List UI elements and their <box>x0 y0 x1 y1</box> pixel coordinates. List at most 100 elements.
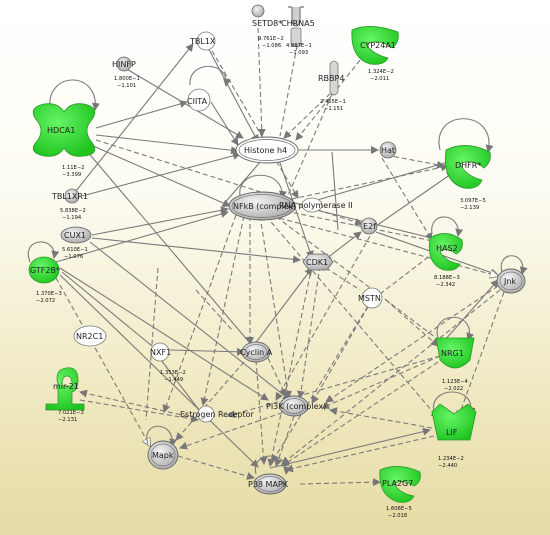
edge-nrg1-estrogen <box>227 355 441 418</box>
node-hat[interactable]: Hat <box>379 141 397 159</box>
node-setd8-shape <box>251 4 265 18</box>
node-lif-fold: −2.440 <box>438 463 457 469</box>
node-chrna5-fold: −1.093 <box>289 50 308 56</box>
node-cdk1[interactable]: CDK1 <box>302 253 334 271</box>
node-hinfp[interactable]: HINFP 1.800E−1 −1.101 <box>112 56 140 89</box>
edge-hdca1-histone <box>95 134 239 155</box>
node-rna-pol-shape <box>301 197 323 213</box>
node-cyclin-a-label: Cyclin A <box>240 348 273 357</box>
node-jnk[interactable]: Jnk <box>496 268 526 294</box>
node-ciita[interactable]: CIITA <box>187 88 211 112</box>
edge-hdca1-cyclin <box>85 149 261 356</box>
node-pi3k[interactable]: PI3K (complex) <box>266 395 326 417</box>
node-mir21-shape <box>45 367 85 411</box>
edge-cux1-pi3k <box>89 241 291 401</box>
node-tbl1x[interactable]: TBL1X <box>189 31 216 51</box>
node-gtf2b-fold: −2.072 <box>36 298 55 304</box>
node-nxf1[interactable]: NXF1 1.353E−2 −1.449 <box>150 342 186 383</box>
node-mir21[interactable]: mir-21 7.021E−3 −2.131 <box>45 367 85 423</box>
node-lif-label: LIF <box>446 428 458 437</box>
node-nrg1[interactable]: NRG1 1.123E−4 −2.022 <box>435 337 475 392</box>
loop-nfkb <box>239 174 287 199</box>
edge-p38-pla2g7 <box>299 478 381 487</box>
edge-nfkb-mapk <box>162 214 237 413</box>
node-p38-inner <box>256 476 284 492</box>
node-hdca1[interactable]: HDCA1 1.11E−2 −3.399 <box>32 103 96 178</box>
node-has2[interactable]: HAS2 8.188E−3 −2.342 <box>428 233 463 288</box>
node-e2f[interactable]: E2f <box>360 217 378 235</box>
loop-ciita <box>189 65 232 87</box>
edges <box>27 27 528 487</box>
node-mapk-inner <box>150 443 176 467</box>
edge-cdk1-mstn <box>325 267 361 291</box>
edge-cyclin-pi3k <box>267 357 287 397</box>
node-nrg1-label: NRG1 <box>441 349 464 358</box>
edge-pi3k-mapk <box>179 409 291 450</box>
node-has2-fold: −2.342 <box>436 282 455 288</box>
node-histone-h4[interactable]: Histone h4 <box>235 136 299 164</box>
node-tbl1xr1-value: 5.838E−2 <box>60 208 86 214</box>
node-rna-pol[interactable]: RNA polymerase II <box>279 197 353 213</box>
edge-e2f-dhfr <box>375 171 455 227</box>
node-histone-h4-label: Histone h4 <box>244 146 287 155</box>
node-hinfp-value: 1.800E−1 <box>114 76 140 82</box>
edge-mstn-has2 <box>379 247 441 295</box>
node-pi3k-inner <box>282 398 306 414</box>
edge-hdca1-ciita <box>95 100 188 129</box>
nodes: SETD8* 9.761E−2 −1.086 CHRNA5 4.887E−1 −… <box>28 4 526 519</box>
node-p38[interactable]: P38 MAPK <box>248 473 289 495</box>
edge-cyclin-mapk <box>175 361 245 441</box>
edge-gtf2b-nxf1 <box>61 271 153 347</box>
loop-dhfr <box>438 118 494 153</box>
node-ciita-label: CIITA <box>187 97 208 106</box>
node-nfkb[interactable]: NFkB (complex) <box>228 191 296 221</box>
loop-nrg1 <box>436 316 475 341</box>
node-lif[interactable]: LIF 1.234E−2 −2.440 <box>431 403 477 469</box>
node-cux1-value: 5.610E−1 <box>62 247 88 253</box>
edge-setd8-histone <box>257 27 266 137</box>
node-hinfp-shape <box>116 56 132 72</box>
node-chrna5-body <box>290 27 302 47</box>
node-cyclin-a[interactable]: Cyclin A <box>240 341 273 363</box>
node-hat-label: Hat <box>381 146 395 155</box>
node-ciita-shape <box>187 88 211 112</box>
loop-p38 <box>254 455 292 475</box>
node-nxf1-label: NXF1 <box>150 348 171 357</box>
node-hdca1-shape <box>32 103 96 157</box>
node-hinfp-label: HINFP <box>112 60 136 69</box>
node-nfkb-inner <box>231 194 293 218</box>
node-pla2g7[interactable]: PLA2G7 1.608E−5 −2.018 <box>379 466 421 519</box>
node-hat-shape <box>379 141 397 159</box>
node-pla2g7-shape <box>379 466 421 503</box>
node-nrg1-value: 1.123E−4 <box>442 379 468 385</box>
node-cdk1-shape <box>302 253 334 271</box>
node-rbbp4[interactable]: RBBP4 2.465E−1 −1.151 <box>318 60 346 112</box>
node-nr2c1-shape <box>73 325 107 347</box>
loop-has2 <box>431 216 464 237</box>
node-chrna5[interactable]: CHRNA5 4.887E−1 −1.093 <box>281 6 315 56</box>
node-cyp24a1[interactable]: CYP24A1 1.324E−2 −2.011 <box>351 26 399 82</box>
node-nxf1-fold: −1.449 <box>164 377 183 383</box>
node-gtf2b[interactable]: GTF2B* 1.370E−3 −2.072 <box>28 256 62 304</box>
node-mapk[interactable]: Mapk <box>147 440 179 470</box>
node-nfkb-outer <box>228 191 296 221</box>
node-setd8[interactable]: SETD8* 9.761E−2 −1.086 <box>251 4 284 49</box>
edge-nfkb-has2 <box>269 207 439 245</box>
node-chrna5-label: CHRNA5 <box>281 19 315 28</box>
node-cux1[interactable]: CUX1 5.610E−1 −1.076 <box>60 226 92 260</box>
edge-p38-lif <box>269 427 431 469</box>
node-mstn[interactable]: MSTN <box>358 287 383 309</box>
node-cyp24a1-shape <box>351 26 399 65</box>
node-tbl1xr1[interactable]: TBL1XR1 5.838E−2 −1.194 <box>51 188 88 221</box>
node-nr2c1[interactable]: NR2C1 <box>73 325 107 347</box>
loop-hdca1 <box>49 79 100 111</box>
node-jnk-label: Jnk <box>503 277 516 286</box>
node-rbbp4-label: RBBP4 <box>318 74 344 83</box>
node-setd8-label: SETD8* <box>252 19 282 28</box>
node-estrogen-receptor[interactable]: Estrogen Receptor <box>180 405 255 423</box>
node-dhfr[interactable]: DHFR* 3.097E−5 −2.139 <box>445 145 491 211</box>
node-nr2c1-label: NR2C1 <box>76 332 103 341</box>
node-jnk-outer <box>496 268 526 294</box>
node-dhfr-fold: −2.139 <box>460 205 479 211</box>
